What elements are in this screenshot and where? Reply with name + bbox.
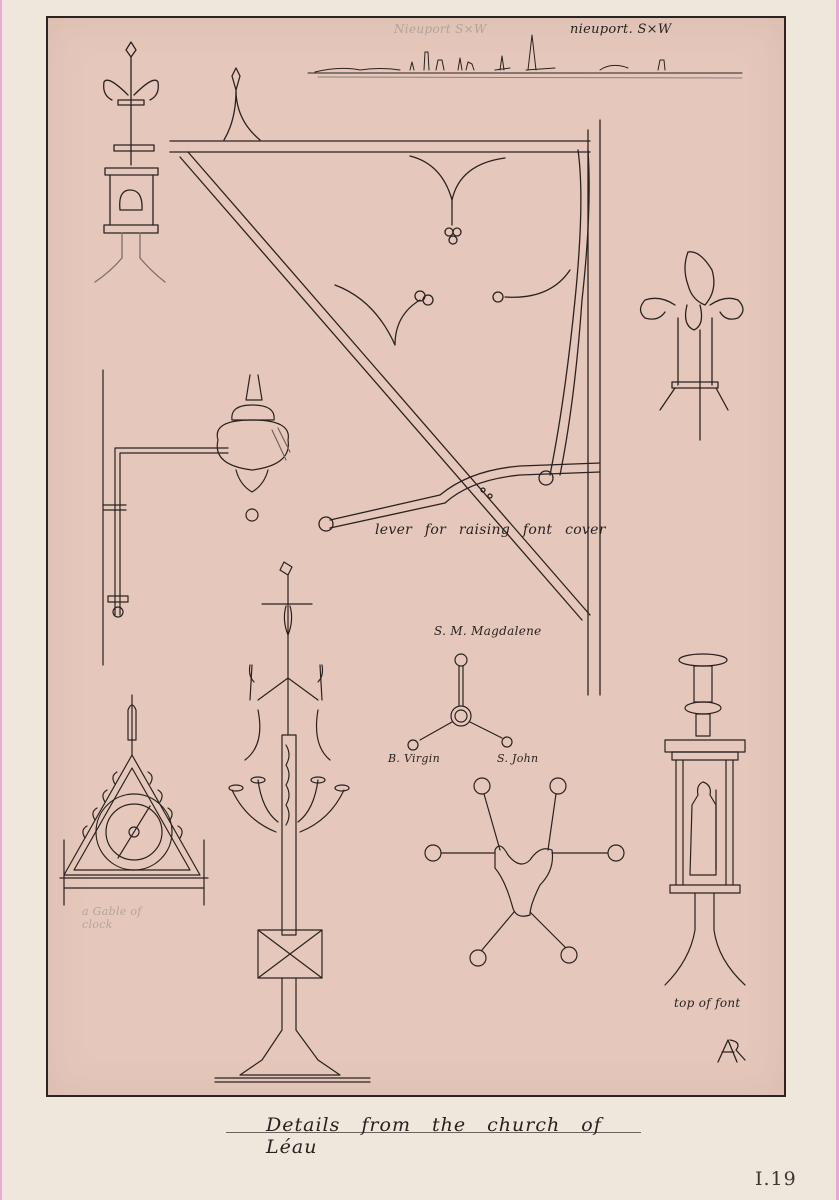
sheet-caption: Details from the church of Léau xyxy=(226,1113,646,1158)
clock-faint-label: a Gable of clock xyxy=(82,905,142,931)
virgin-label: B. Virgin xyxy=(388,752,440,765)
skyline-label: nieuport. S×W xyxy=(570,22,672,37)
font-cover-crane-sketch xyxy=(169,67,601,696)
skyline-sketch xyxy=(307,34,743,79)
candle-branch-plan-sketch xyxy=(424,777,625,967)
sheet-edge-right xyxy=(836,0,839,1200)
caption-text: Details from the church of Léau xyxy=(266,1114,602,1158)
calvary-plan-sketch xyxy=(407,653,513,751)
candelabrum-sketch xyxy=(214,561,371,1083)
sheet-edge-left xyxy=(0,0,2,1200)
monogram-sketch xyxy=(717,1039,746,1063)
caption-underline xyxy=(226,1132,641,1133)
plate-number: I.19 xyxy=(755,1168,797,1190)
drawing-plate xyxy=(46,16,786,1097)
clock-gable-sketch xyxy=(59,694,209,906)
lantern-finial-sketch xyxy=(94,41,166,283)
lever-label: lever for raising font cover xyxy=(375,522,606,538)
magdalene-label: S. M. Magdalene xyxy=(434,624,542,638)
john-label: S. John xyxy=(497,752,539,765)
font-cover-top-sketch xyxy=(664,653,746,986)
fleur-de-lis-sketch xyxy=(639,251,744,441)
hanging-lamp-sketch xyxy=(102,369,291,666)
font-top-label: top of font xyxy=(674,996,741,1010)
skyline-faint-label: Nieuport S×W xyxy=(394,22,487,36)
